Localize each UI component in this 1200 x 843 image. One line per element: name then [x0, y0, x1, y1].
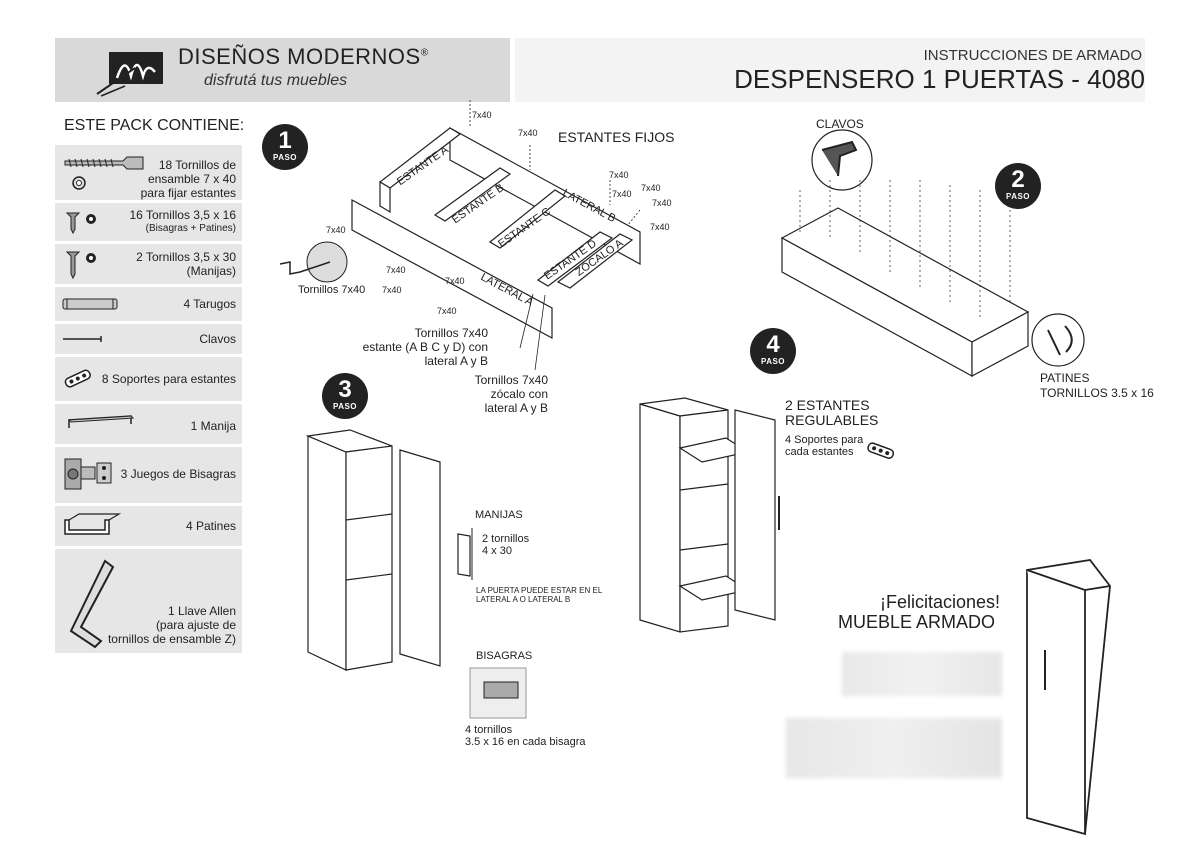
assembled-text: MUEBLE ARMADO: [837, 612, 995, 632]
congratulations-text: ¡Felicitaciones!: [879, 592, 1000, 612]
pack-item-hinges: 3 Juegos de Bisagras: [55, 447, 242, 503]
step-1-tornillos-label: Tornillos 7x40: [298, 284, 366, 296]
screw-size-label: 7x40: [609, 170, 629, 180]
step-3-manijas-label: MANIJAS: [475, 509, 523, 521]
screw-size-label: 7x40: [472, 110, 492, 120]
glide-icon: [64, 513, 121, 535]
screw-size-label: 7x40: [386, 265, 406, 275]
small-screw-icon: [65, 212, 96, 235]
screw-size-label: 7x40: [382, 285, 402, 295]
nail-icon: [63, 336, 102, 342]
screw-size-label: 7x40: [652, 198, 672, 208]
step-1-estantes-fijos-label: ESTANTES FIJOS: [558, 129, 675, 145]
dowel-icon: [62, 298, 118, 310]
brand-name: DISEÑOS MODERNOS®: [178, 44, 429, 69]
screw-size-label: 7x40: [326, 225, 346, 235]
blurred-region: [842, 652, 1002, 696]
handle-icon: [67, 415, 135, 428]
screw-size-label: 7x40: [437, 306, 457, 316]
hinge-icon: [64, 458, 112, 490]
brand-tagline: disfrutá tus muebles: [204, 72, 348, 89]
allen-key-icon: [69, 559, 115, 649]
pack-heading: ESTE PACK CONTIENE:: [64, 117, 245, 134]
shelf-support-icon: [64, 369, 91, 388]
document-subtitle: INSTRUCCIONES DE ARMADO: [923, 47, 1142, 64]
brand-logo-icon: [96, 52, 163, 97]
pack-item-handle: 1 Manija: [55, 404, 242, 444]
screw-size-label: 7x40: [650, 222, 670, 232]
document-title: DESPENSERO 1 PUERTAS - 4080: [734, 64, 1145, 94]
pack-item-dowels: 4 Tarugos: [55, 287, 242, 321]
header-title-panel: [515, 38, 1145, 102]
screw-size-label: 7x40: [641, 183, 661, 193]
pack-item-nails: Clavos: [55, 324, 242, 354]
step-2-clavos-label: CLAVOS: [816, 117, 864, 131]
screw-size-label: 7x40: [612, 189, 632, 199]
screw-size-label: 7x40: [518, 128, 538, 138]
pack-item-screws-3-5x16: 16 Tornillos 3,5 x 16(Bisagras + Patines…: [55, 203, 242, 241]
step-3-bisagras-label: BISAGRAS: [476, 650, 533, 662]
pack-item-glides: 4 Patines: [55, 506, 242, 546]
screw-icon: [64, 156, 144, 190]
pack-item-shelf-supports: 8 Soportes para estantes: [55, 357, 242, 401]
pack-item-screws-3-5x30: 2 Tornillos 3,5 x 30(Manijas): [55, 244, 242, 284]
screw-size-label: 7x40: [445, 276, 465, 286]
blurred-region: [786, 718, 1002, 778]
medium-screw-icon: [65, 251, 96, 280]
